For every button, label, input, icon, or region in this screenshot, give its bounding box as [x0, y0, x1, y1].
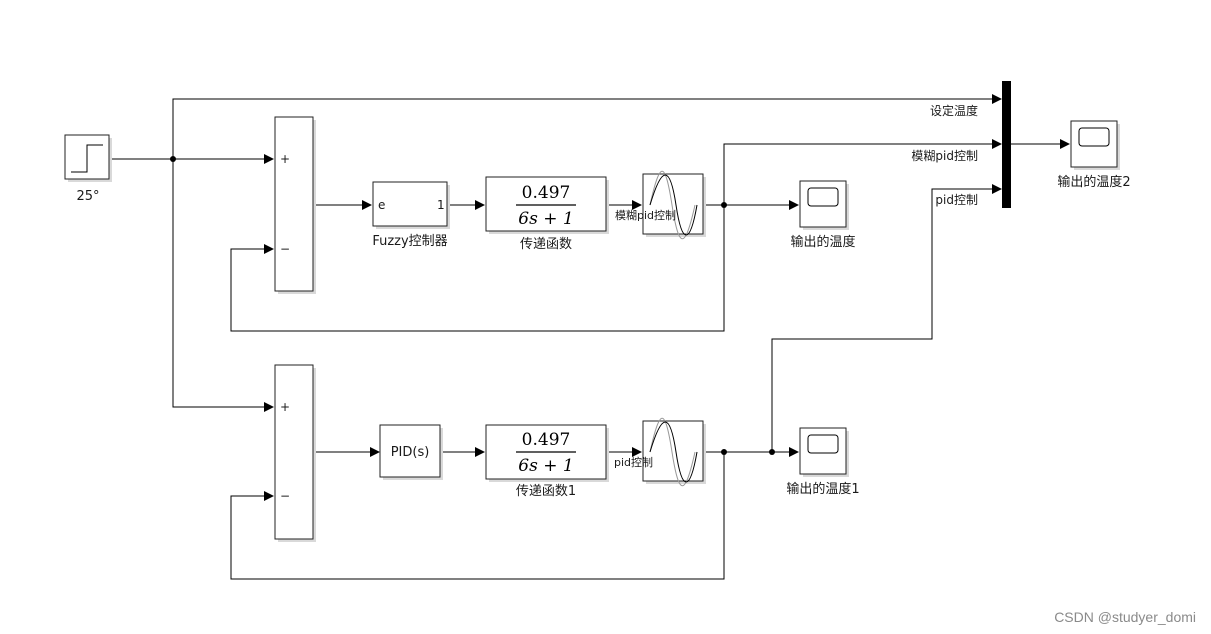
- fuzzy-controller-block[interactable]: [372, 181, 450, 229]
- wave-icon: [649, 170, 696, 240]
- scope-mux-label: 输出的温度2: [1057, 174, 1130, 190]
- scope-icon: [807, 434, 839, 454]
- transfer-function-block-top[interactable]: [485, 176, 609, 234]
- signal-label-top: 模糊pid控制: [615, 208, 676, 222]
- wave-icon: [649, 421, 698, 483]
- tf-bottom-denominator: 6s + 1: [518, 456, 573, 476]
- branch-point: [769, 449, 775, 455]
- branch-point: [721, 449, 727, 455]
- wires: [110, 94, 1070, 580]
- wire-set-temp: [172, 94, 1002, 159]
- step-block[interactable]: [64, 134, 112, 182]
- sum-top-minus: −: [280, 242, 290, 256]
- wire-fuzzy-pid-to-mux: [723, 139, 1002, 205]
- step-icon: [71, 144, 103, 173]
- fuzzy-port-in: e: [378, 198, 385, 212]
- signal-block-top[interactable]: [642, 170, 706, 240]
- transfer-function-block-bottom[interactable]: [485, 424, 609, 482]
- branch-point: [721, 202, 727, 208]
- mux-label-pid: pid控制: [935, 193, 978, 207]
- sum-block-top[interactable]: [274, 116, 316, 294]
- watermark: CSDN @studyer_domi: [1054, 609, 1196, 625]
- tf-top-denominator: 6s + 1: [518, 209, 573, 229]
- wave-icon: [649, 417, 696, 487]
- scope-icon: [1078, 127, 1110, 147]
- sum-top-plus: +: [280, 152, 290, 166]
- signal-block-bottom[interactable]: [642, 417, 706, 487]
- wave-icon: [649, 174, 698, 236]
- scope-bottom-label: 输出的温度1: [786, 481, 859, 497]
- mux-label-fuzzy-pid: 模糊pid控制: [911, 148, 978, 163]
- wire-feedback-top: [230, 205, 725, 332]
- tf-top-numerator: 0.497: [522, 183, 571, 203]
- pid-block[interactable]: [379, 424, 443, 480]
- fuzzy-port-out: 1: [437, 198, 445, 212]
- scope-block-mux[interactable]: [1070, 120, 1120, 170]
- tf-bottom-name: 传递函数1: [516, 484, 576, 499]
- tf-bottom-numerator: 0.497: [522, 430, 571, 450]
- wire-pid-to-mux: [771, 184, 1002, 452]
- scope-top-label: 输出的温度: [790, 234, 855, 250]
- signal-label-bottom: pid控制: [614, 455, 653, 469]
- mux-label-set-temp: 设定温度: [930, 103, 978, 118]
- branch-point: [170, 156, 176, 162]
- wire-feedback-bottom: [230, 452, 725, 580]
- step-label: 25°: [76, 189, 99, 204]
- wire-to-sum-bottom-plus: [172, 159, 274, 412]
- mux-block[interactable]: [1002, 81, 1011, 208]
- pid-text: PID(s): [391, 445, 430, 460]
- tf-top-name: 传递函数: [520, 237, 572, 252]
- scope-block-top[interactable]: [799, 180, 849, 230]
- sum-bottom-plus: +: [280, 400, 290, 414]
- sum-block-bottom[interactable]: [274, 364, 316, 542]
- scope-icon: [807, 187, 839, 207]
- sum-bottom-minus: −: [280, 489, 290, 503]
- scope-block-bottom[interactable]: [799, 427, 849, 477]
- fuzzy-name: Fuzzy控制器: [372, 234, 447, 249]
